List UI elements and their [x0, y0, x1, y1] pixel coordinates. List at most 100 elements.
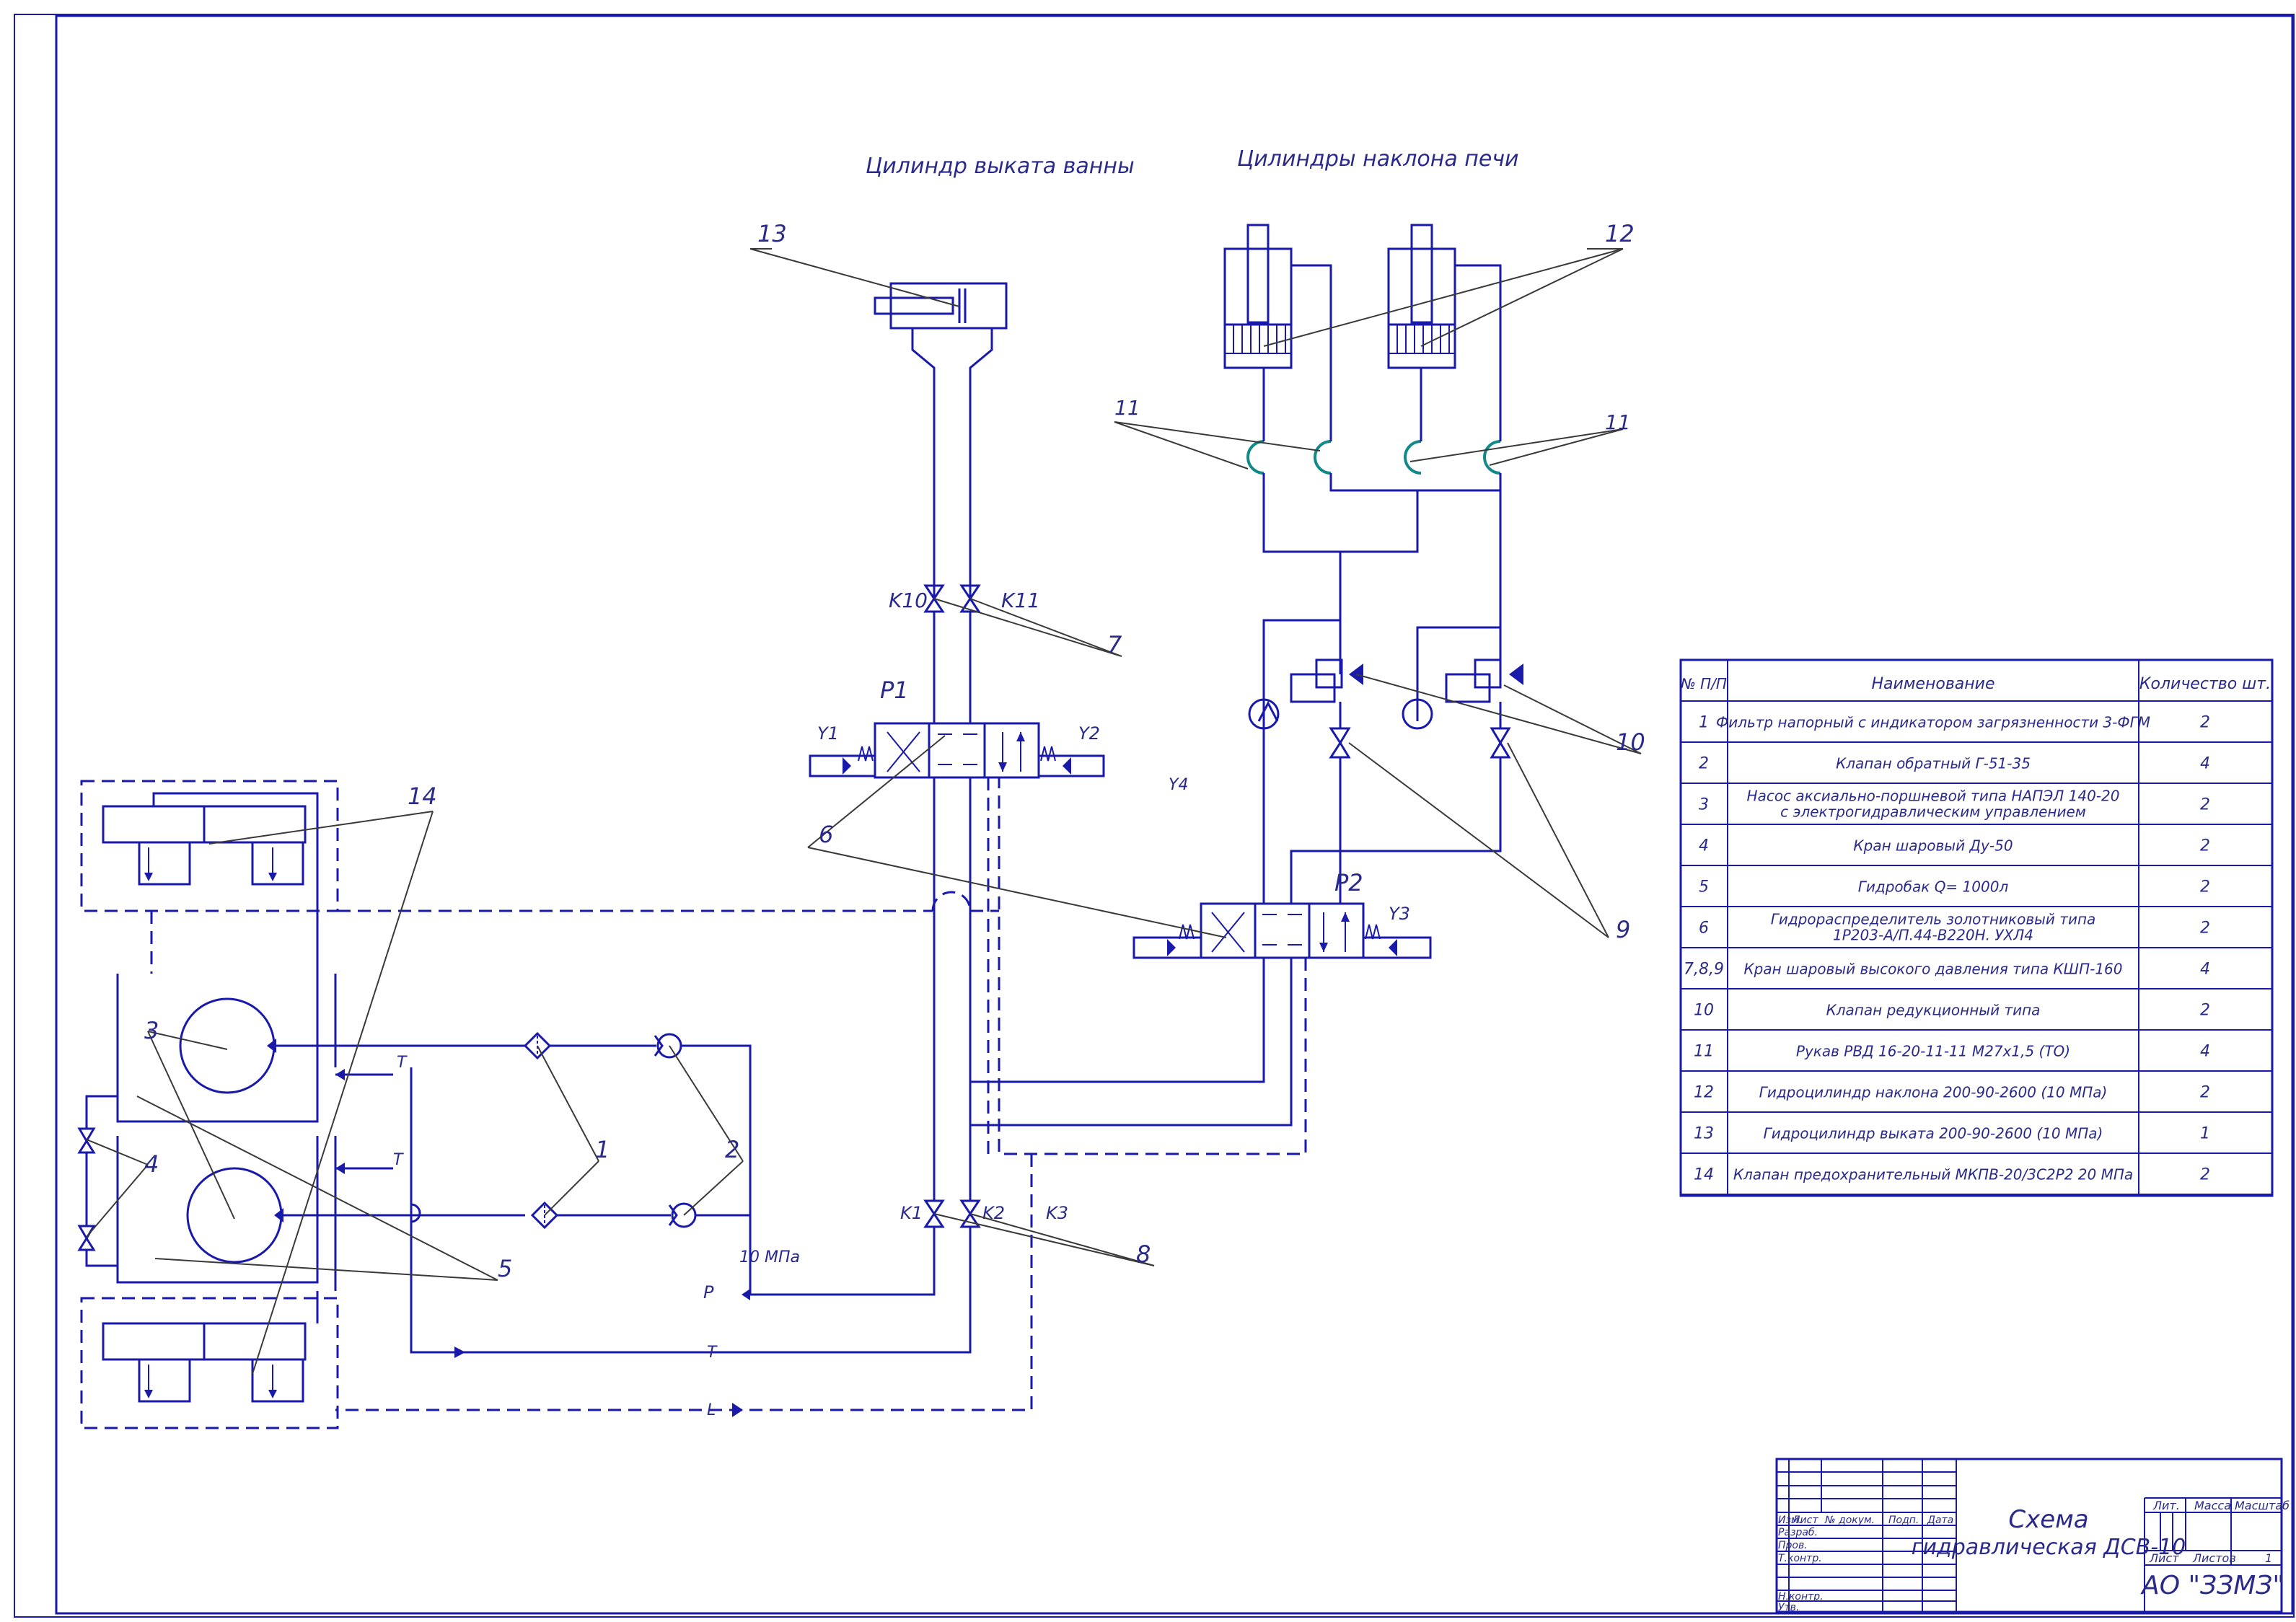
callout-4: 4: [144, 1150, 159, 1178]
tb-row-nkontr: Н.контр.: [1778, 1591, 1824, 1603]
spec-row-no: 4: [1699, 837, 1709, 855]
check-valve-upper: [654, 1033, 682, 1059]
spec-row-qty: 1: [2200, 1125, 2210, 1143]
spec-row-no: 12: [1694, 1084, 1714, 1102]
label-t-upper: T: [397, 1054, 408, 1072]
tb-listov-value: 1: [2265, 1551, 2272, 1565]
spec-row-qty: 4: [2200, 1043, 2210, 1061]
tb-row-razrab: Разраб.: [1778, 1527, 1818, 1538]
spec-row-name: Фильтр напорный с индикатором загрязненн…: [1716, 714, 2150, 731]
pump-lower: [186, 1167, 283, 1264]
spec-row-no: 10: [1694, 1002, 1714, 1020]
spec-row-no: 13: [1694, 1125, 1714, 1143]
spec-row-name: Гидрораспределитель золотниковый типа: [1771, 911, 2096, 928]
spec-row-qty: 2: [2200, 796, 2210, 814]
spec-row-name: Клапан обратный Г-51-35: [1836, 755, 2031, 772]
spec-row-name-line2: с электрогидравлическим управлением: [1780, 803, 2086, 821]
tb-row-tkontr: Т.контр.: [1778, 1553, 1822, 1564]
label-p: P: [703, 1282, 714, 1303]
tb-col-docnum: № докум.: [1824, 1515, 1875, 1526]
spec-row-qty: 2: [2200, 1084, 2210, 1102]
tb-masshtab: Масштаб: [2235, 1499, 2290, 1512]
spec-row-name: Гидроцилиндр наклона 200-90-2600 (10 МПа…: [1759, 1084, 2108, 1101]
label-y1: Y1: [817, 723, 839, 744]
callout-7: 7: [1107, 631, 1122, 658]
relief-valve-upper: [80, 780, 339, 1039]
spec-row-name: Рукав РВД 16-20-11-11 М27х1,5 (ТО): [1796, 1043, 2070, 1060]
label-k11: K11: [1001, 589, 1040, 612]
hose-11-c: [1404, 440, 1422, 475]
tb-row-prov: Пров.: [1778, 1540, 1808, 1551]
tb-lit: Лит.: [2152, 1499, 2180, 1512]
ball-valve-4-lower: [77, 1225, 96, 1251]
label-t-lower: T: [393, 1151, 404, 1169]
hose-11-b: [1314, 440, 1332, 475]
spec-row-qty: 2: [2200, 920, 2210, 938]
callout-9: 9: [1616, 916, 1630, 943]
spec-row-no: 3: [1699, 796, 1709, 814]
hydraulic-tank: [116, 974, 337, 1291]
spec-header-name: Наименование: [1872, 675, 1995, 693]
tilt-cylinder-right: [1387, 224, 1502, 433]
directional-valve-p1: [809, 722, 1105, 779]
spec-row-qty: 2: [2200, 1166, 2210, 1184]
label-y2: Y2: [1078, 723, 1100, 744]
directional-valve-p2: [1132, 902, 1432, 959]
reducing-valve-right: [1402, 626, 1523, 759]
callout-leaders: [86, 248, 1642, 1375]
tb-title-line2: гидравлическая ДСВ-10: [1912, 1535, 2186, 1560]
tb-list: Лист: [2149, 1551, 2179, 1565]
label-p1: P1: [880, 676, 909, 704]
spec-row-name: Клапан предохранительный МКПВ-20/3С2Р2 2…: [1733, 1166, 2133, 1184]
relief-valve-lower: [80, 1291, 339, 1429]
reducing-valve-left: [1248, 619, 1363, 759]
callout-2: 2: [725, 1136, 739, 1163]
heading-tilt-cylinders: Цилиндры наклона печи: [1237, 146, 1519, 172]
spec-row-no: 7,8,9: [1684, 961, 1724, 979]
spec-header-no: № П/П: [1680, 675, 1727, 692]
hose-11-d: [1483, 440, 1501, 475]
spec-row-name: Кран шаровый Ду-50: [1853, 837, 2013, 855]
callout-8: 8: [1136, 1240, 1151, 1268]
callout-5: 5: [498, 1255, 512, 1282]
spec-row-no: 11: [1694, 1043, 1714, 1061]
tb-col-izm: Изм.: [1778, 1515, 1802, 1526]
spec-header-qty: Количество шт.: [2139, 675, 2271, 693]
spec-row-name: Насос аксиально-поршневой типа НАПЭЛ 140…: [1747, 788, 2120, 805]
title-block: Изм. Лист № докум. Подп. Дата Разраб. Пр…: [1775, 1458, 2290, 1613]
callout-12: 12: [1605, 220, 1635, 247]
hose-11-a: [1246, 440, 1264, 475]
tb-title-line1: Схема: [2008, 1505, 2088, 1534]
tb-company: АО "ЗЗМЗ": [2140, 1571, 2284, 1600]
tb-col-list: Лист: [1792, 1515, 1818, 1526]
heading-roll-cylinder: Цилиндр выката ванны: [866, 154, 1135, 179]
tb-listov: Листов: [2192, 1551, 2236, 1565]
pump-upper: [179, 997, 276, 1094]
callout-11-right: 11: [1605, 410, 1631, 434]
callout-11-left: 11: [1114, 396, 1140, 420]
tb-row-utv: Утв.: [1778, 1602, 1799, 1613]
spec-row-no: 5: [1699, 878, 1709, 896]
callout-3: 3: [144, 1017, 159, 1044]
spec-row-qty: 2: [2200, 1002, 2210, 1020]
callout-6: 6: [819, 821, 833, 848]
check-valve-lower: [668, 1202, 697, 1228]
label-y3: Y3: [1389, 904, 1410, 924]
label-k1: K1: [900, 1203, 923, 1223]
spec-row-name: Кран шаровый высокого давления типа КШП-…: [1743, 961, 2122, 978]
sheet-frame: [14, 14, 2295, 1618]
label-p2: P2: [1334, 869, 1363, 896]
tb-massa: Масса: [2194, 1499, 2231, 1512]
spec-row-name: Гидроцилиндр выката 200-90-2600 (10 МПа): [1764, 1125, 2103, 1142]
roll-out-cylinder: [874, 282, 1008, 599]
callout-numbers: 13 12 11 11 7 10 9 6 14 3 4 5 1 2 8: [144, 220, 1645, 1282]
spec-row-name-line2: 1Р203-А/П.44-В220Н. УХЛ4: [1833, 927, 2033, 944]
label-t-main: T: [707, 1344, 718, 1362]
label-k10: K10: [889, 589, 928, 612]
spec-row-no: 2: [1699, 755, 1709, 773]
callout-14: 14: [408, 783, 437, 810]
tb-col-sign: Подп.: [1888, 1515, 1919, 1526]
label-y4: Y4: [1169, 776, 1188, 794]
spec-row-qty: 2: [2200, 878, 2210, 896]
